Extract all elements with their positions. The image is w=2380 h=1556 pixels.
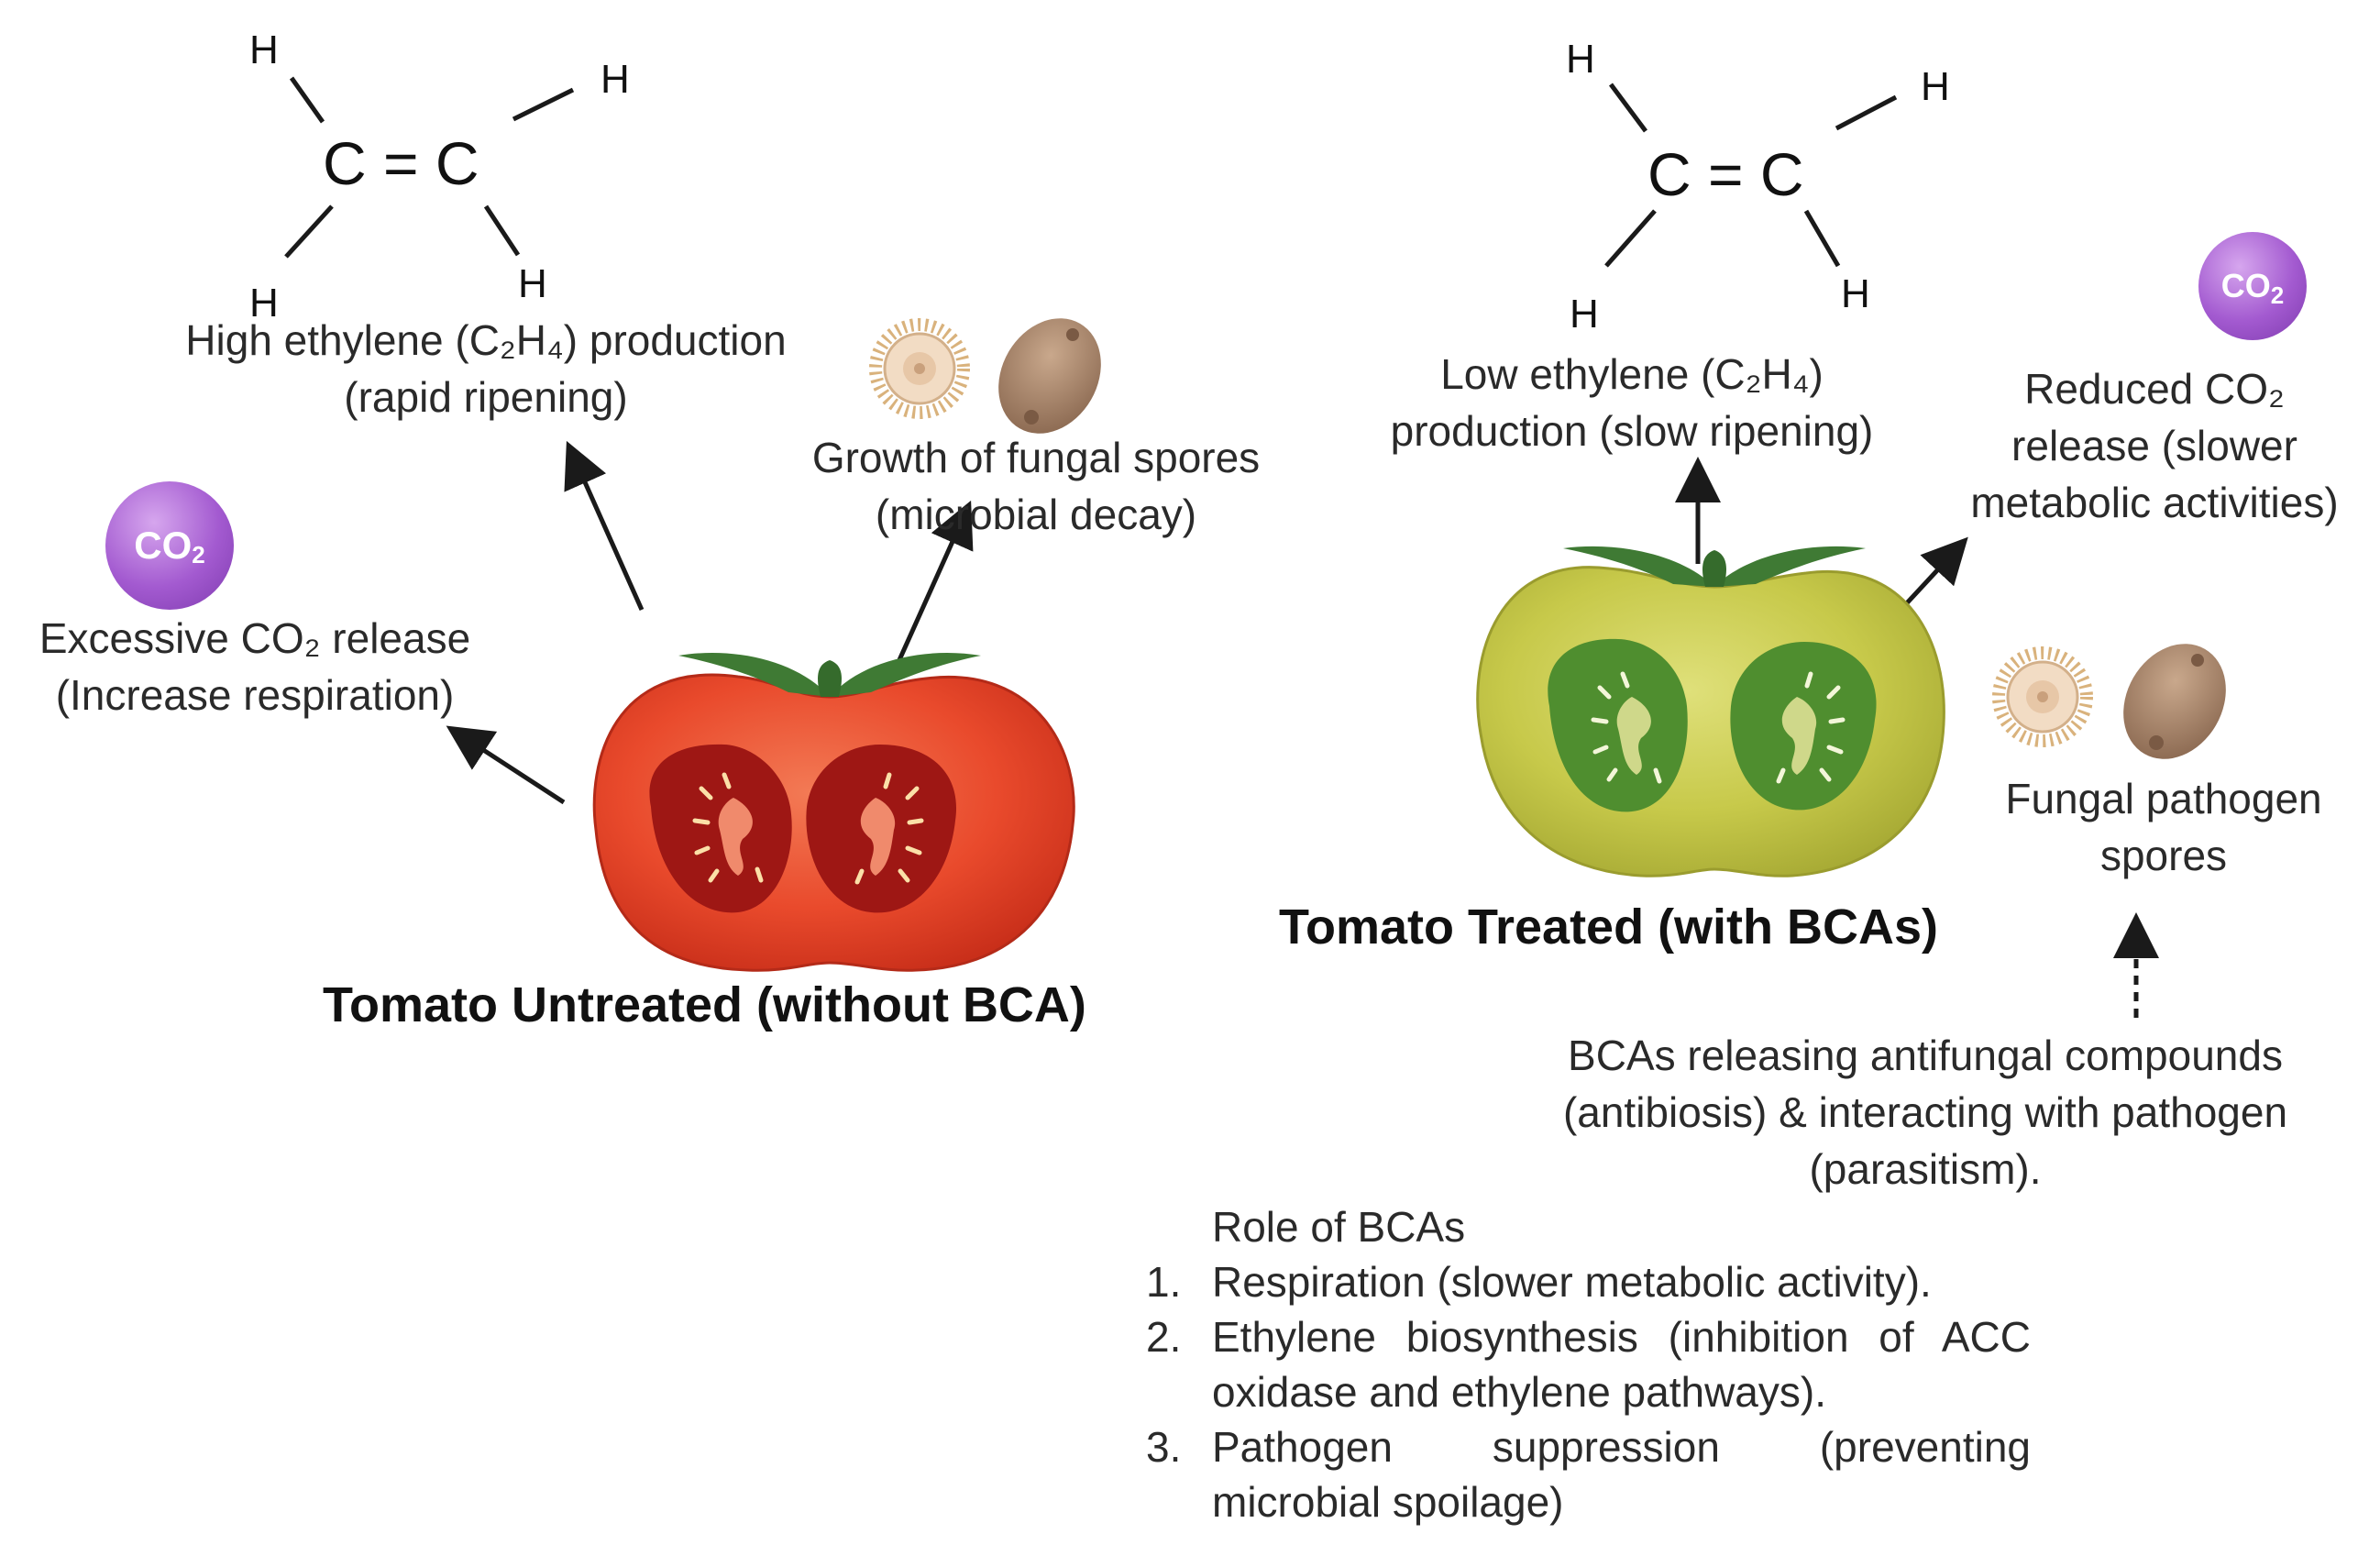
tomato-treated-illustration bbox=[1476, 546, 1945, 877]
left-ethylene-bonds bbox=[284, 76, 575, 259]
left-carbon-double-bond: C = C bbox=[323, 129, 479, 197]
arrow-to-co2 bbox=[446, 725, 566, 805]
bca-mechanism-label: BCAs releasing antifungal compounds (ant… bbox=[1562, 1032, 2288, 1193]
right-h-top-left: H bbox=[1566, 37, 1595, 82]
right-ethylene-label: Low ethylene (C₂H₄) production (slow rip… bbox=[1390, 350, 1874, 455]
right-title: Tomato Treated (with BCAs) bbox=[1279, 899, 1939, 955]
right-h-top-right: H bbox=[1921, 64, 1950, 109]
right-ethylene-bonds bbox=[1604, 83, 1898, 268]
role-item: 1. Respiration (slower metabolic activit… bbox=[1146, 1258, 1932, 1306]
tomato-untreated-illustration bbox=[592, 653, 1075, 972]
left-spore-oval-icon bbox=[998, 318, 1101, 434]
left-h-top-left: H bbox=[249, 28, 279, 72]
right-h-bottom-right: H bbox=[1841, 271, 1870, 316]
right-co2-label: Reduced CO₂ release (slower metabolic ac… bbox=[1970, 365, 2339, 526]
role-item: 3. Pathogen suppression (preventing micr… bbox=[1146, 1423, 2031, 1526]
left-ethylene-label: High ethylene (C₂H₄) production (rapid r… bbox=[185, 316, 787, 421]
left-arrows bbox=[446, 440, 974, 805]
roles-heading: Role of BCAs bbox=[1212, 1203, 1466, 1251]
right-spore-oval-icon bbox=[2123, 644, 2226, 759]
arrow-to-ethylene bbox=[564, 440, 645, 612]
right-pathogen-label: Fungal pathogen spores bbox=[2005, 775, 2322, 879]
left-co2-label: Excessive CO₂ release (Increase respirat… bbox=[39, 614, 471, 719]
right-spore-round-icon bbox=[1992, 646, 2093, 747]
left-title: Tomato Untreated (without BCA) bbox=[323, 977, 1086, 1032]
right-carbon-double-bond: C = C bbox=[1647, 140, 1804, 208]
roles-of-bcas-list: Role of BCAs 1. Respiration (slower meta… bbox=[1146, 1199, 2031, 1529]
right-h-bottom-left: H bbox=[1570, 292, 1599, 337]
left-h-bottom-left: H bbox=[249, 281, 279, 326]
left-h-bottom-right: H bbox=[518, 261, 547, 306]
left-h-top-right: H bbox=[601, 57, 630, 102]
left-spore-round-icon bbox=[869, 318, 970, 419]
role-item: 2. Ethylene biosynthesis (inhibition of … bbox=[1146, 1313, 2031, 1416]
left-fungal-label: Growth of fungal spores (microbial decay… bbox=[811, 434, 1261, 538]
arrow-to-fungal bbox=[896, 500, 974, 664]
